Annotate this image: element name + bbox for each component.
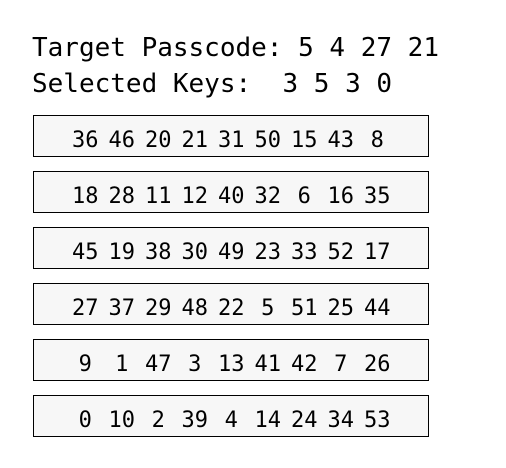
key-cell[interactable]: 49 — [218, 240, 245, 265]
key-cell[interactable]: 11 — [145, 184, 172, 209]
key-cell[interactable]: 17 — [364, 240, 391, 265]
selected-keys-line: Selected Keys: 3 5 3 0 — [32, 68, 392, 100]
key-cell[interactable]: 4 — [224, 408, 238, 433]
key-cell[interactable]: 3 — [188, 352, 202, 377]
key-cell[interactable]: 5 — [261, 296, 275, 321]
key-row-3[interactable]: 45 19 38 30 49 23 33 52 17 — [33, 227, 429, 269]
key-cell[interactable]: 51 — [291, 296, 318, 321]
key-cell[interactable]: 7 — [334, 352, 348, 377]
key-cell[interactable]: 0 — [78, 408, 92, 433]
key-cell[interactable]: 13 — [218, 352, 245, 377]
key-cell[interactable]: 32 — [254, 184, 282, 209]
key-cell[interactable]: 23 — [254, 240, 282, 265]
key-row-6[interactable]: 0 10 2 39 4 14 24 34 53 — [33, 395, 429, 437]
key-row-4[interactable]: 27 37 29 48 22 5 51 25 44 — [33, 283, 429, 325]
target-passcode-line: Target Passcode: 5 4 27 21 — [32, 32, 439, 64]
key-cell[interactable]: 45 — [72, 240, 99, 265]
key-cell[interactable]: 6 — [297, 184, 311, 209]
key-cell[interactable]: 27 — [72, 296, 99, 321]
key-cell[interactable]: 25 — [327, 296, 355, 321]
key-cell[interactable]: 43 — [327, 128, 355, 153]
key-row-2[interactable]: 18 28 11 12 40 32 6 16 35 — [33, 171, 429, 213]
key-cell[interactable]: 39 — [181, 408, 209, 433]
key-cell[interactable]: 14 — [254, 408, 282, 433]
key-cell[interactable]: 42 — [291, 352, 318, 377]
key-row-1[interactable]: 36 46 20 21 31 50 15 43 8 — [33, 115, 429, 157]
key-cell[interactable]: 24 — [291, 408, 318, 433]
key-cell[interactable]: 9 — [78, 352, 92, 377]
key-cell[interactable]: 52 — [327, 240, 355, 265]
key-cell[interactable]: 37 — [108, 296, 136, 321]
key-cell[interactable]: 26 — [364, 352, 391, 377]
key-cell[interactable]: 21 — [181, 128, 209, 153]
key-cell[interactable]: 53 — [364, 408, 391, 433]
key-cell[interactable]: 10 — [108, 408, 136, 433]
key-cell[interactable]: 22 — [218, 296, 245, 321]
key-cell[interactable]: 20 — [145, 128, 172, 153]
selected-keys-label: Selected Keys: — [32, 69, 252, 99]
key-cell[interactable]: 1 — [115, 352, 129, 377]
key-cell[interactable]: 46 — [108, 128, 136, 153]
key-cell[interactable]: 35 — [364, 184, 391, 209]
key-cell[interactable]: 29 — [145, 296, 172, 321]
key-cell[interactable]: 33 — [291, 240, 318, 265]
key-cell[interactable]: 41 — [254, 352, 282, 377]
selected-keys-values: 3 5 3 0 — [282, 69, 393, 99]
key-cell[interactable]: 18 — [72, 184, 99, 209]
key-cell[interactable]: 34 — [327, 408, 355, 433]
key-cell[interactable]: 2 — [151, 408, 165, 433]
key-cell[interactable]: 44 — [364, 296, 391, 321]
key-cell[interactable]: 40 — [218, 184, 245, 209]
key-cell[interactable]: 8 — [370, 128, 384, 153]
key-cell[interactable]: 36 — [72, 128, 99, 153]
key-cell[interactable]: 30 — [181, 240, 209, 265]
key-cell[interactable]: 48 — [181, 296, 209, 321]
key-cell[interactable]: 50 — [254, 128, 282, 153]
key-cell[interactable]: 15 — [291, 128, 318, 153]
key-cell[interactable]: 38 — [145, 240, 172, 265]
key-cell[interactable]: 19 — [108, 240, 136, 265]
key-cell[interactable]: 12 — [181, 184, 209, 209]
target-passcode-values: 5 4 27 21 — [298, 33, 439, 63]
key-cell[interactable]: 16 — [327, 184, 355, 209]
key-cell[interactable]: 28 — [108, 184, 136, 209]
target-passcode-label: Target Passcode: — [32, 33, 283, 63]
key-cell[interactable]: 31 — [218, 128, 245, 153]
key-cell[interactable]: 47 — [145, 352, 172, 377]
